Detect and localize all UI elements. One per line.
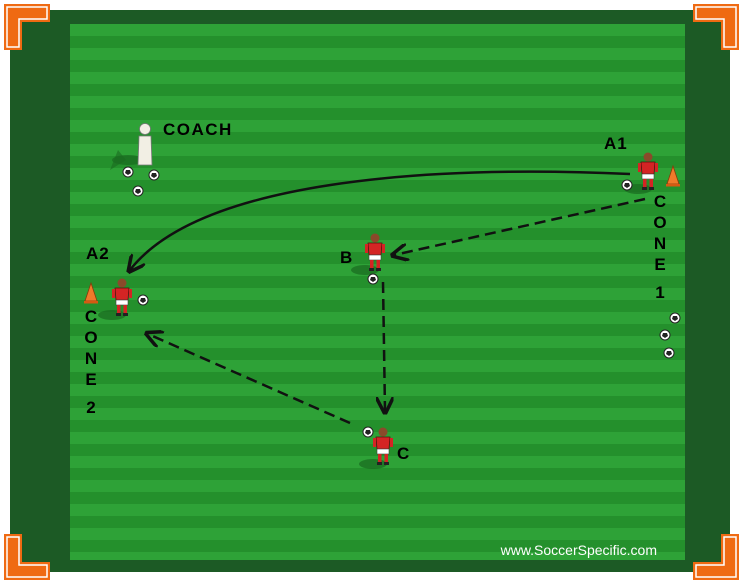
cone1-letter: 1 xyxy=(655,283,664,302)
cone2-letter: N xyxy=(85,349,97,368)
coach-mannequin-icon xyxy=(110,123,153,170)
label-b: B xyxy=(340,248,352,267)
label-cone-1: C O N E 1 xyxy=(653,192,666,302)
cone1-letter: C xyxy=(654,192,666,211)
cone2-letter: O xyxy=(84,328,97,347)
cone2-letter: E xyxy=(85,370,96,389)
soccer-ball-icon xyxy=(362,426,374,438)
pass-line-a1-to-b xyxy=(394,197,646,255)
watermark-text: www.SoccerSpecific.com xyxy=(500,542,657,558)
corner-flag-icon xyxy=(693,534,739,580)
pass-arc-a1-to-a2 xyxy=(130,170,631,270)
soccer-ball-icon xyxy=(148,169,160,181)
label-c: C xyxy=(397,444,409,463)
pass-line-c-to-a2 xyxy=(148,334,351,425)
cone1-letter: N xyxy=(654,234,666,253)
soccer-ball-icon xyxy=(621,179,633,191)
label-a1: A1 xyxy=(604,134,628,153)
label-cone-2: C O N E 2 xyxy=(84,307,97,417)
cone1-letter: O xyxy=(653,213,666,232)
grass-field xyxy=(70,24,685,560)
pass-line-b-to-c xyxy=(383,281,385,411)
cone2-letter: 2 xyxy=(86,398,95,417)
soccer-ball-icon xyxy=(122,166,134,178)
soccer-ball-icon xyxy=(669,312,681,324)
soccer-ball-icon xyxy=(659,329,671,341)
corner-flag-icon xyxy=(693,4,739,50)
soccer-ball-icon xyxy=(367,273,379,285)
soccer-ball-icon xyxy=(663,347,675,359)
cone1-letter: E xyxy=(654,255,665,274)
label-a2: A2 xyxy=(86,244,110,263)
label-coach: COACH xyxy=(163,120,233,139)
corner-flag-icon xyxy=(4,534,50,580)
corner-flag-icon xyxy=(4,4,50,50)
cone2-letter: C xyxy=(85,307,97,326)
soccer-ball-icon xyxy=(132,185,144,197)
soccer-ball-icon xyxy=(137,294,149,306)
